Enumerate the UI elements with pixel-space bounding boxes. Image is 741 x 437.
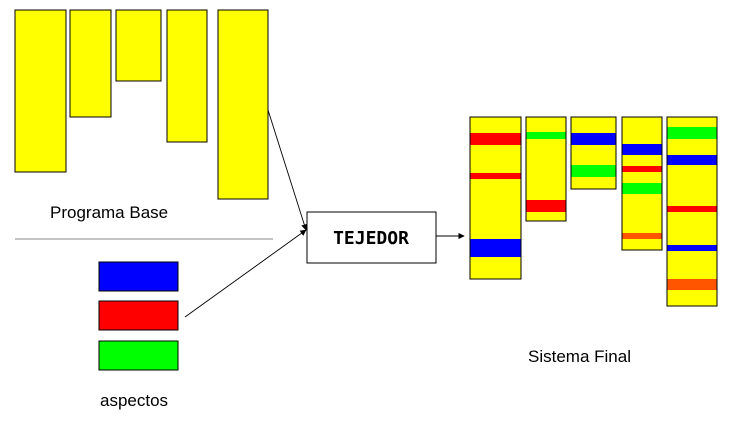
base-program-label: Programa Base — [50, 203, 168, 222]
final-module-1-band-blue — [470, 239, 521, 257]
final-system-label: Sistema Final — [528, 347, 631, 366]
final-module-4 — [621, 116, 663, 251]
aspects-label: aspectos — [100, 391, 168, 410]
base-module-5 — [217, 9, 269, 200]
aspect-blue — [98, 261, 179, 292]
final-system-modules — [469, 116, 718, 307]
final-module-2 — [525, 116, 567, 222]
aspect-red — [98, 300, 179, 331]
final-module-3-band-green — [571, 165, 616, 177]
arrow-base-to-weaver — [267, 109, 308, 231]
final-module-3 — [570, 116, 617, 190]
final-module-5-band-green — [667, 127, 717, 139]
final-module-4-band-blue — [622, 144, 662, 155]
aspect-green — [98, 340, 179, 371]
base-module-2 — [69, 9, 112, 118]
weaver-box — [306, 211, 437, 264]
base-module-1 — [14, 9, 67, 173]
base-module-4 — [166, 9, 208, 143]
base-module-3 — [115, 9, 162, 82]
base-program-modules — [14, 9, 269, 200]
final-module-3-band-blue — [571, 133, 616, 145]
final-module-1-band-red — [470, 133, 521, 145]
final-module-2-band-red — [526, 200, 566, 212]
final-module-1-band-red — [470, 173, 521, 179]
final-module-2-band-green — [526, 132, 566, 139]
final-module-4-band-green — [622, 183, 662, 194]
final-module-1 — [469, 116, 522, 280]
final-module-5-band-orange — [667, 279, 717, 290]
final-module-5 — [666, 116, 718, 307]
final-module-4-band-red — [622, 233, 662, 239]
final-module-4-band-red — [622, 166, 662, 172]
final-module-5-band-red — [667, 206, 717, 212]
final-module-5-band-blue — [667, 245, 717, 251]
arrow-aspects-to-weaver — [184, 229, 307, 318]
final-module-5-band-blue — [667, 155, 717, 165]
aspect-blocks — [98, 261, 179, 371]
weaver-label: TEJEDOR — [333, 228, 409, 249]
